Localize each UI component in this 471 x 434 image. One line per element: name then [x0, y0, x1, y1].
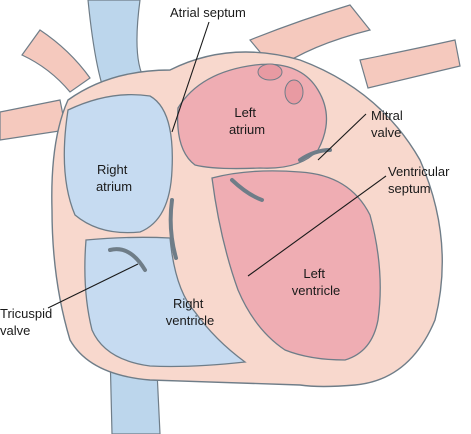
mitral-valve-leaflet: [298, 148, 332, 162]
leader-ventricular-septum: [247, 175, 387, 277]
pulmonary-vein-openings: [257, 63, 304, 105]
label-atrial-septum: Atrial septum: [170, 5, 246, 20]
label-left-ventricle: Left ventricle: [292, 266, 340, 298]
right-atrium-chamber: [63, 93, 173, 234]
label-left-atrium: Left atrium: [229, 105, 265, 137]
leader-mitral-valve: [317, 113, 367, 161]
tricuspid-valve-leaflet: [108, 247, 147, 272]
leader-tricuspid-valve: [47, 263, 139, 309]
label-right-ventricle: Right ventricle: [166, 296, 214, 328]
mitral-valve-leaflet-2: [230, 178, 264, 202]
label-right-atrium: Right atrium: [96, 162, 132, 194]
left-ventricle-chamber: [211, 170, 381, 361]
pulmonary-vessel-left: [0, 99, 67, 141]
pulmonary-vein-right: [359, 39, 461, 89]
label-tricuspid-valve: Tricuspid valve: [0, 306, 56, 338]
label-ventricular-septum: Ventricular septum: [388, 164, 453, 196]
aorta-upper-left: [21, 29, 91, 93]
label-mitral-valve: Mitral valve: [371, 108, 406, 140]
leader-atrial-septum: [171, 21, 210, 133]
tricuspid-valve-leaflet-2: [168, 198, 178, 260]
